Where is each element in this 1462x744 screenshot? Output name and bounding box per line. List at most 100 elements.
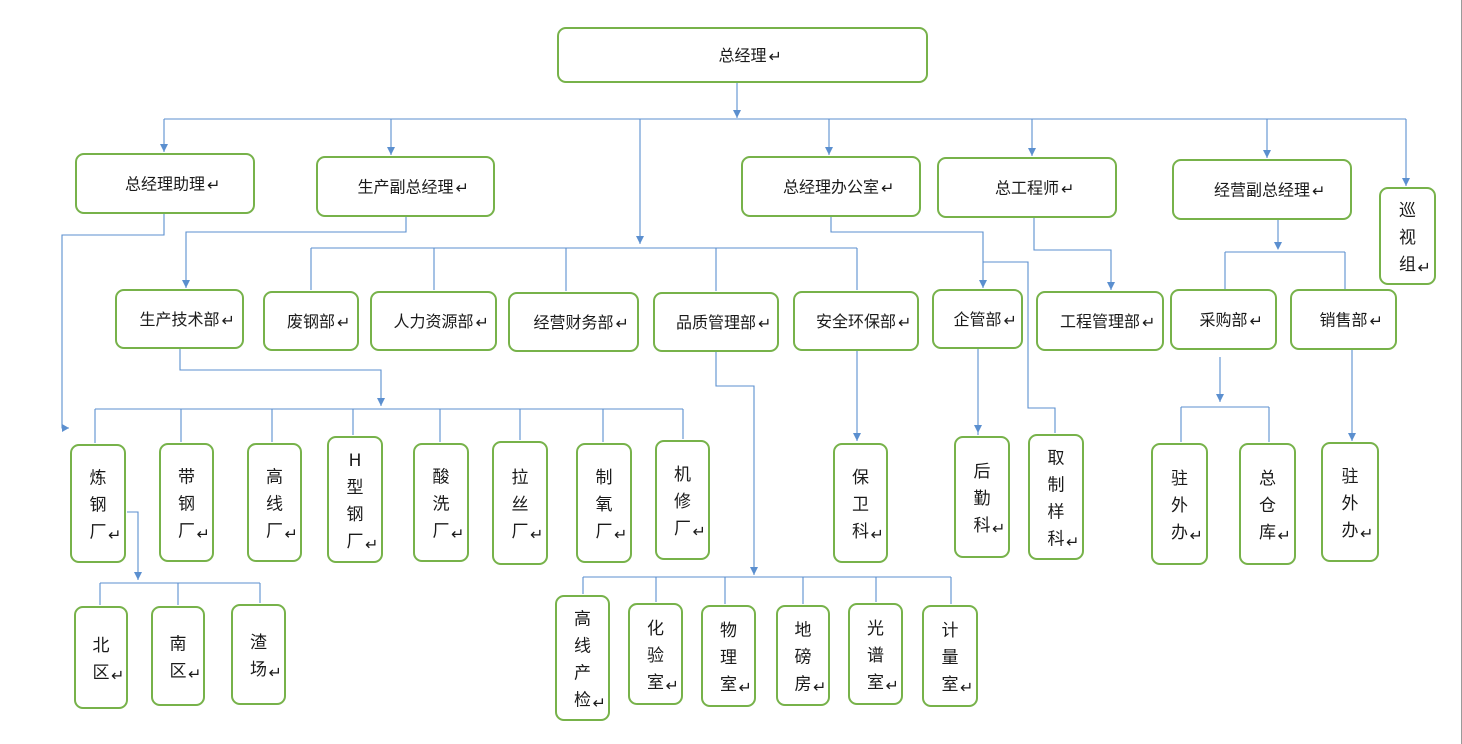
node-label: 总经理 xyxy=(718,46,766,65)
node-box xyxy=(833,443,888,563)
node-label: 安全环保部 xyxy=(816,312,896,331)
arrow-head xyxy=(974,425,982,433)
paragraph-mark-icon: ↵ xyxy=(992,519,1005,538)
node-label-char: 钢 xyxy=(178,495,195,515)
node-label-char: 制 xyxy=(596,468,613,488)
node-label-char: 室 xyxy=(720,675,737,695)
node-label-char: 科 xyxy=(974,516,991,536)
node-label-char: 组 xyxy=(1399,255,1416,275)
node-label-char: 室 xyxy=(867,673,884,693)
paragraph-mark-icon: ↵ xyxy=(960,678,973,697)
node-label-char: 机 xyxy=(674,465,691,485)
node-label-char: 办 xyxy=(1171,523,1188,543)
node-box xyxy=(159,443,214,562)
paragraph-mark-icon: ↵ xyxy=(871,525,884,544)
connector-line xyxy=(185,216,407,288)
node-label-char: 线 xyxy=(266,495,283,515)
node-label-char: 化 xyxy=(647,619,664,639)
node-label-char: 卫 xyxy=(852,495,869,515)
node-box xyxy=(576,443,632,563)
node-label-char: 巡 xyxy=(1399,201,1416,221)
node-label-char: 制 xyxy=(1048,476,1065,496)
node-label-char: 氧 xyxy=(596,495,613,515)
node-label-char: 厂 xyxy=(90,523,107,543)
node-box xyxy=(557,27,928,83)
node-box xyxy=(1172,159,1352,220)
node-label-char: 厂 xyxy=(433,522,450,542)
node-label: 生产技术部 xyxy=(139,310,219,329)
node-label-char: 丝 xyxy=(512,495,529,515)
paragraph-mark-icon: ↵ xyxy=(1190,526,1203,545)
org-node-north: 北区↵ xyxy=(74,606,128,709)
node-label-char: 室 xyxy=(942,675,959,695)
org-node-warehouse: 总仓库↵ xyxy=(1239,443,1296,565)
node-label: 生产副总经理 xyxy=(357,178,453,197)
paragraph-mark-icon: ↵ xyxy=(1142,313,1155,332)
org-node-vp-production: 生产副总经理↵ xyxy=(316,156,495,217)
node-label-char: 拉 xyxy=(512,468,529,488)
org-node-tech: 生产技术部↵ xyxy=(115,289,244,349)
node-label-char: 外 xyxy=(1171,496,1188,516)
node-label: 总工程师 xyxy=(995,179,1059,198)
node-box xyxy=(1379,187,1436,285)
paragraph-mark-icon: ↵ xyxy=(269,663,282,682)
node-label-char: 办 xyxy=(1342,521,1359,541)
node-box xyxy=(655,440,710,560)
node-box xyxy=(793,291,919,351)
paragraph-mark-icon: ↵ xyxy=(593,694,606,713)
arrow-head xyxy=(1348,433,1356,441)
node-box xyxy=(1036,291,1164,351)
paragraph-mark-icon: ↵ xyxy=(1312,182,1325,201)
node-label-char: 驻 xyxy=(1342,467,1359,487)
node-label-char: 型 xyxy=(347,478,364,498)
node-box xyxy=(231,604,286,705)
node-box xyxy=(413,443,469,562)
node-label-char: 场 xyxy=(250,660,267,680)
node-box xyxy=(1239,443,1296,565)
org-node-hr: 人力资源部↵ xyxy=(370,291,497,351)
org-node-wire: 高线厂↵ xyxy=(247,443,302,562)
node-box xyxy=(151,606,205,706)
node-label-char: 线 xyxy=(574,637,591,657)
node-label-char: 光 xyxy=(867,619,884,639)
node-label-char: 厂 xyxy=(674,519,691,539)
node-label: 销售部 xyxy=(1319,311,1367,330)
node-label-char: 视 xyxy=(1399,228,1416,248)
node-label: 总经理办公室 xyxy=(783,178,879,197)
node-box xyxy=(701,605,756,707)
org-node-weighing: 地磅房↵ xyxy=(776,605,830,706)
node-box xyxy=(776,605,830,706)
paragraph-mark-icon: ↵ xyxy=(365,535,378,554)
node-box xyxy=(1151,443,1208,565)
connector-line xyxy=(715,351,755,575)
paragraph-mark-icon: ↵ xyxy=(1278,526,1291,545)
paragraph-mark-icon: ↵ xyxy=(1360,524,1373,543)
paragraph-mark-icon: ↵ xyxy=(285,525,298,544)
org-node-enterprise: 企管部↵ xyxy=(932,289,1023,349)
paragraph-mark-icon: ↵ xyxy=(197,525,210,544)
node-label-char: 仓 xyxy=(1259,496,1276,516)
node-label-char: 厂 xyxy=(512,522,529,542)
arrow-head xyxy=(1107,282,1115,290)
node-label-char: 钢 xyxy=(347,505,364,525)
node-label-char: H xyxy=(349,451,362,471)
node-label: 经营财务部 xyxy=(533,313,613,332)
org-node-physics: 物理室↵ xyxy=(701,605,756,707)
node-label-char: 检 xyxy=(574,691,591,711)
node-label-char: 勤 xyxy=(974,489,991,509)
node-label-char: 区 xyxy=(93,663,110,683)
org-node-lab: 化验室↵ xyxy=(628,603,683,705)
node-box xyxy=(263,291,359,351)
node-box xyxy=(492,441,548,565)
node-label-char: 总 xyxy=(1259,469,1276,489)
node-label-char: 厂 xyxy=(596,522,613,542)
org-node-slag: 渣场↵ xyxy=(231,604,286,705)
node-label: 企管部 xyxy=(953,310,1001,329)
paragraph-mark-icon: ↵ xyxy=(886,676,899,695)
node-box xyxy=(1028,434,1084,560)
org-node-scrap: 废钢部↵ xyxy=(263,291,359,351)
node-label-char: 验 xyxy=(647,646,664,666)
arrow-head xyxy=(979,280,987,288)
arrow-head xyxy=(62,424,69,432)
